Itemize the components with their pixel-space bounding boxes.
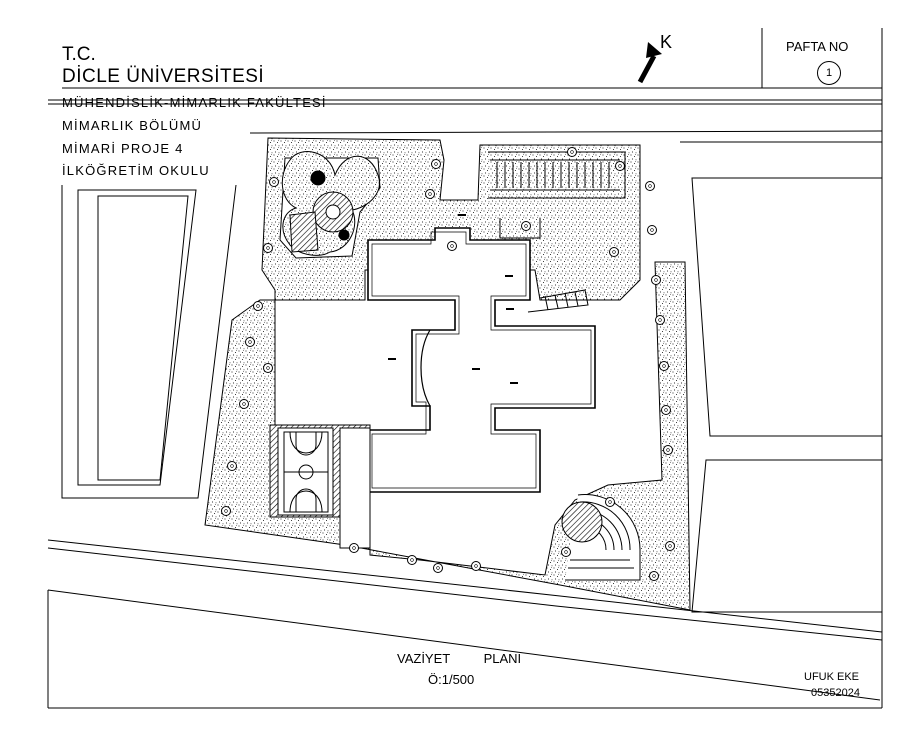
right-neighbour-block [680, 141, 883, 613]
north-arrow-icon [637, 42, 662, 84]
title-tc: T.C. [62, 44, 96, 65]
parking-lot [488, 151, 626, 313]
title-faculty: MÜHENDİSLİK-MİMARLIK FAKÜLTESİ [62, 95, 327, 110]
author-id: 05352024 [811, 687, 860, 699]
plan-scale: Ö:1/500 [428, 672, 475, 687]
garden-nw [279, 151, 381, 259]
basketball-court [269, 424, 371, 549]
top-road [48, 99, 883, 134]
title-department: MİMARLIK BÖLÜMÜ [62, 118, 203, 133]
sheet-number: 1 [817, 61, 841, 85]
plan-title: VAZİYET PLANI [397, 651, 522, 666]
title-course: MİMARİ PROJE 4 [62, 141, 184, 156]
title-university: DİCLE ÜNİVERSİTESİ [62, 66, 265, 87]
sheet-label: PAFTA NO [786, 39, 849, 54]
title-project: İLKÖĞRETİM OKULU [62, 163, 210, 178]
author-name: UFUK EKE [804, 671, 860, 683]
left-neighbour-block [61, 184, 237, 499]
bottom-road [47, 539, 883, 701]
amphitheatre [561, 494, 641, 581]
school-building [367, 214, 596, 493]
north-arrow-label: K [660, 32, 673, 52]
